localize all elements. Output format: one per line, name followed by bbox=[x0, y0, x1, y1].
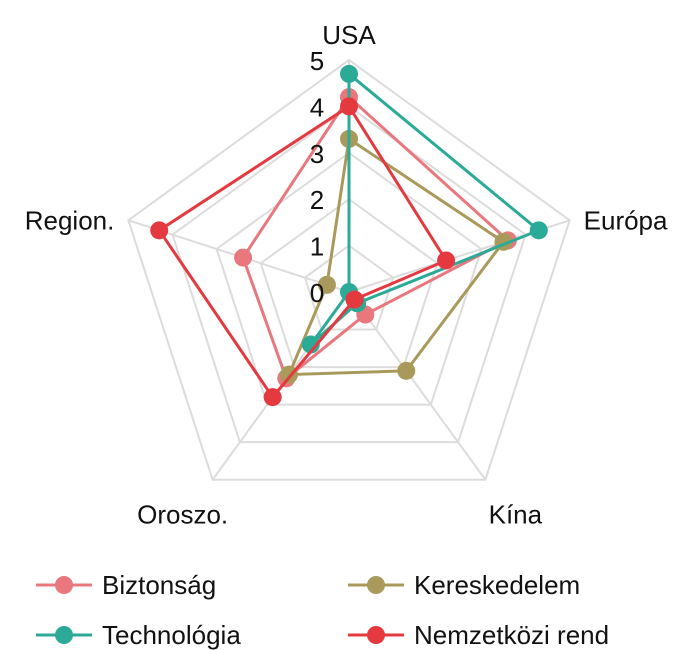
series-3 bbox=[150, 97, 456, 407]
legend-label: Biztonság bbox=[102, 570, 216, 600]
legend-item: Biztonság bbox=[36, 570, 216, 600]
legend-item: Kereskedelem bbox=[348, 570, 580, 600]
data-point bbox=[150, 221, 169, 240]
legend-swatch-marker bbox=[367, 576, 385, 594]
series-line bbox=[286, 136, 506, 377]
grid-ring-2 bbox=[259, 197, 439, 369]
legend-swatch-marker bbox=[55, 576, 73, 594]
series-layer bbox=[150, 64, 548, 407]
series-line bbox=[157, 104, 449, 400]
data-point bbox=[529, 221, 548, 240]
grid-ring-4 bbox=[171, 105, 527, 444]
tick-label: 0 bbox=[310, 278, 324, 308]
grid-ring-3 bbox=[215, 151, 483, 406]
radial-tick-labels: 0 1 2 3 4 5 bbox=[310, 46, 324, 308]
tick-label: 4 bbox=[310, 92, 324, 122]
legend-item: Technológia bbox=[36, 620, 241, 650]
legend-label: Nemzetközi rend bbox=[414, 620, 609, 650]
series-0 bbox=[234, 88, 517, 388]
data-point bbox=[234, 248, 253, 267]
data-point bbox=[301, 335, 320, 354]
category-label: Oroszo. bbox=[137, 500, 228, 530]
category-label: Region. bbox=[25, 205, 115, 235]
data-point bbox=[263, 388, 282, 407]
tick-label: 5 bbox=[310, 46, 324, 76]
legend-label: Technológia bbox=[102, 620, 241, 650]
category-label: USA bbox=[322, 20, 376, 50]
data-point bbox=[397, 361, 416, 380]
grid-spoke-2 bbox=[348, 291, 487, 481]
tick-label: 3 bbox=[310, 139, 324, 169]
legend-label: Kereskedelem bbox=[414, 570, 580, 600]
data-point bbox=[345, 290, 364, 309]
category-label: Európa bbox=[584, 205, 668, 235]
data-point bbox=[437, 251, 456, 270]
series-1 bbox=[279, 129, 513, 384]
tick-label: 2 bbox=[310, 185, 324, 215]
series-line bbox=[241, 94, 511, 381]
grid-ring-5 bbox=[127, 58, 571, 481]
data-point bbox=[340, 64, 358, 83]
category-label: Kína bbox=[489, 500, 543, 530]
legend-swatch-marker bbox=[55, 626, 73, 644]
data-point bbox=[340, 97, 358, 116]
tick-label: 1 bbox=[310, 232, 324, 262]
legend-item: Nemzetközi rend bbox=[348, 620, 609, 650]
data-point bbox=[317, 275, 336, 294]
legend-swatch-marker bbox=[367, 626, 385, 644]
